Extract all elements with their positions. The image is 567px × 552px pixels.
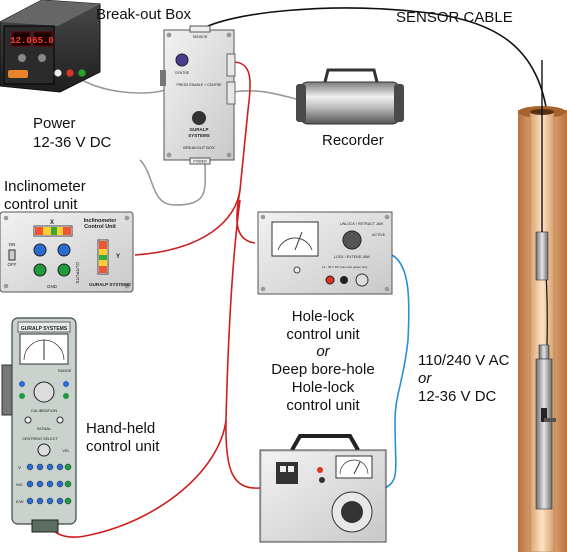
- power-voltage-label: 12-36 V DC: [33, 134, 112, 151]
- incl-x-label: X: [50, 220, 54, 226]
- hl-active-label: ACTIVE: [372, 233, 386, 237]
- hl-lock-label: LOCK / EXTEND JAW: [334, 255, 370, 259]
- holelock-label-2: control unit: [286, 326, 360, 343]
- incl-title-1: Inclinometer: [84, 218, 118, 224]
- breakout-name: BREAKOUT BOX: [183, 145, 215, 150]
- red-cable-main: [232, 61, 256, 244]
- holelock-unit: UNLOCK / RETRACT JAW LOCK / EXTEND JAW A…: [257, 211, 393, 295]
- breakout-centre-label: CENTRE: [175, 71, 190, 75]
- hh-ns-label: N/S: [16, 482, 23, 487]
- hh-v-label: V: [18, 465, 21, 470]
- incl-gnd-label: GND: [47, 284, 58, 289]
- breakout-logo-2: SYSTEMS: [188, 133, 210, 138]
- breakout-box: SENSOR CENTRE PRESS ENABLE + CENTRE GURA…: [160, 25, 236, 165]
- power-label: Power: [33, 115, 76, 132]
- red-cable-inclinometer: [134, 189, 241, 256]
- breakout-box-label: Break-out Box: [96, 6, 192, 23]
- breakout-press-text: PRESS ENABLE + CENTRE: [176, 83, 222, 87]
- holelock-label-3: Deep bore-hole: [271, 361, 375, 378]
- holelock-label-5: control unit: [286, 397, 360, 414]
- breakout-sensor-port-label: SENSOR: [193, 35, 208, 39]
- hh-calibration-label: CALIBRATION: [31, 408, 57, 413]
- hh-centring-label: CENTRING SELECT: [22, 437, 58, 441]
- hh-range-label: RANGE: [58, 369, 72, 373]
- borehole: [518, 60, 567, 552]
- ac-voltage-label: 110/240 V AC: [418, 352, 510, 369]
- power-supply: 12.0 65.0: [0, 0, 101, 93]
- cables: [46, 7, 549, 538]
- hh-signal-label: SIGNAL: [37, 426, 52, 431]
- breakout-power-port-label: POWER: [193, 160, 207, 164]
- inclinometer-label-2: control unit: [4, 196, 78, 213]
- incl-y-label: Y: [116, 254, 120, 260]
- incl-logo: GURALP SYSTEMS: [89, 282, 131, 287]
- recorder-cable: [232, 90, 301, 101]
- handheld-label-2: control unit: [86, 438, 160, 455]
- hh-ew-label: E/W: [16, 499, 24, 504]
- portable-holelock-unit: [259, 434, 387, 543]
- hl-unlock-label: UNLOCK / RETRACT JAW: [340, 222, 384, 226]
- hl-power-label: 12 - 36 V DC hole lock power only: [322, 265, 368, 269]
- dc-voltage-label: 12-36 V DC: [418, 388, 497, 405]
- power-cable-lower: [139, 159, 207, 206]
- recorder-device: [296, 68, 404, 125]
- inclinometer-label-1: Inclinometer: [4, 178, 86, 195]
- ac-or-label: or: [418, 370, 432, 387]
- handheld-label-1: Hand-held: [86, 420, 156, 437]
- red-cable-portable: [225, 199, 261, 489]
- inclinometer-unit: X Inclinometer Control Unit ON OFF OUTPU…: [0, 211, 134, 293]
- psu-display-left: 12.0: [10, 36, 32, 46]
- hh-title: GURALP SYSTEMS: [21, 326, 68, 332]
- sensor-cable-label: SENSOR CABLE: [396, 9, 513, 26]
- incl-off-label: OFF: [8, 262, 17, 267]
- incl-on-label: ON: [9, 242, 16, 247]
- handheld-unit: GURALP SYSTEMS RANGE CALIBRATION SIGNAL …: [1, 317, 77, 533]
- psu-display-right: 65.0: [32, 36, 54, 46]
- incl-title-2: Control Unit: [84, 224, 116, 230]
- holelock-label-4: Hole-lock: [291, 379, 355, 396]
- power-cable: [81, 79, 166, 94]
- holelock-label-1: Hole-lock: [291, 308, 355, 325]
- hh-vel-label: VEL: [62, 449, 69, 453]
- incl-outputs-label: OUTPUTS: [75, 262, 80, 284]
- holelock-or: or: [316, 343, 330, 360]
- recorder-label: Recorder: [322, 132, 384, 149]
- breakout-logo-1: GURALP: [190, 127, 209, 132]
- blue-cable: [384, 254, 410, 489]
- sensor-cable: [199, 7, 549, 220]
